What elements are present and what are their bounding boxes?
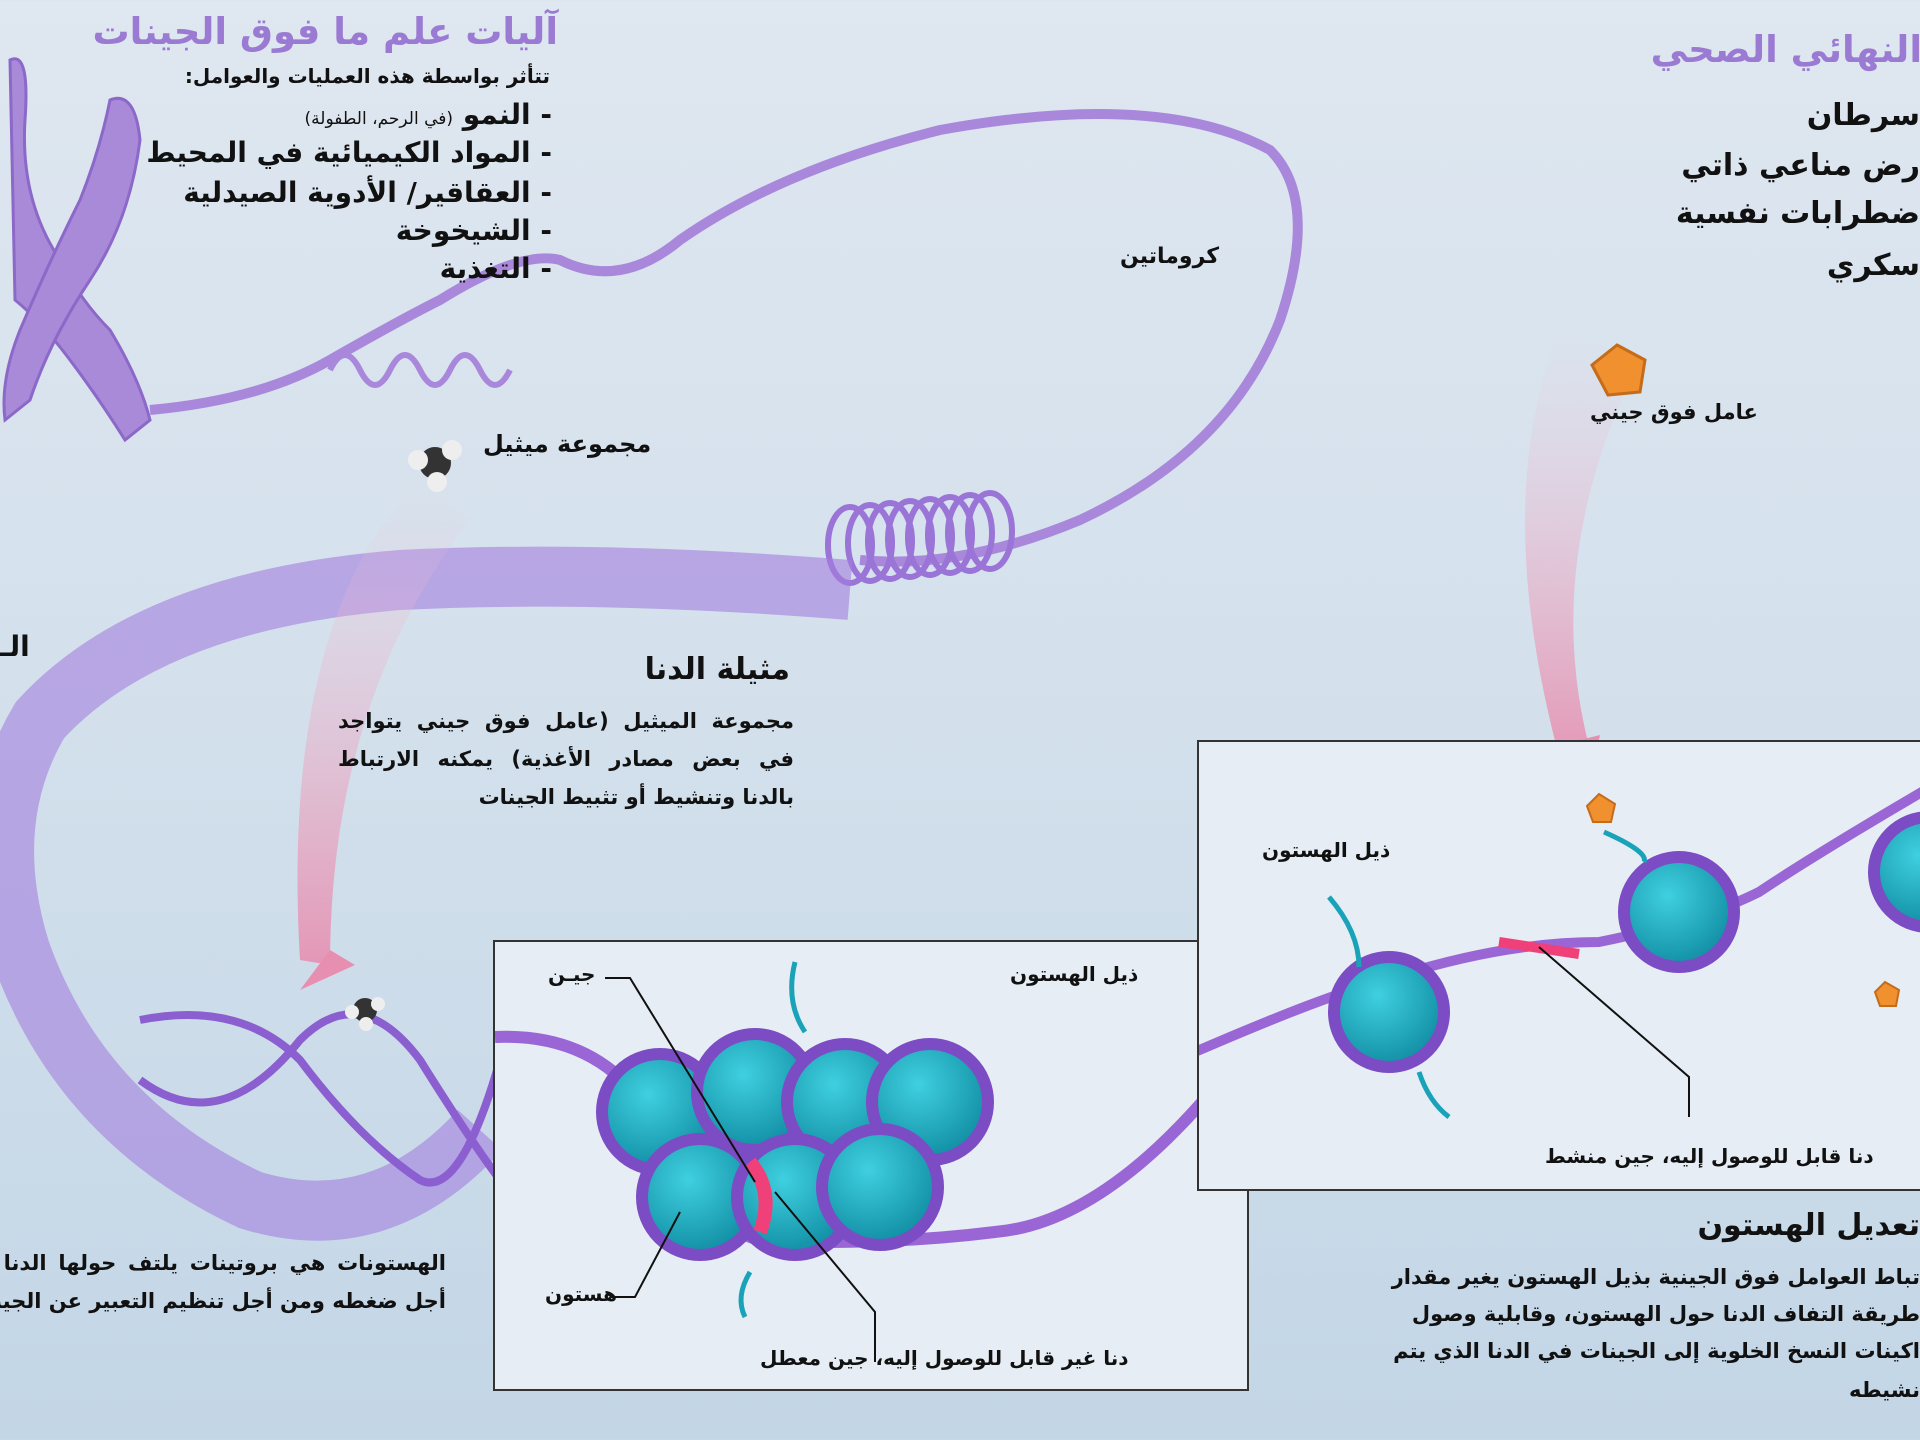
dna-methylation-title: مثيلة الدنا [644, 652, 790, 687]
histone-tail-label: ذيل الهستون [1010, 962, 1139, 986]
histone-mod-line: طريقة التفاف الدنا حول الهستون، وقابلية … [1411, 1302, 1920, 1326]
histones-note: الهستونات هي بروتينات يلتف حولها الدنا م… [0, 1251, 446, 1313]
arrow-methyl [297, 480, 470, 965]
inactive-dna-caption: دنا غير قابل للوصول إليه، جين معطل [760, 1346, 1129, 1370]
histone-mod-line: اكينات النسخ الخلوية إلى الجينات في الدن… [1393, 1339, 1920, 1363]
factor-note: (في الرحم، الطفولة) [304, 109, 453, 129]
active-chromatin-panel [1197, 740, 1920, 1191]
histone-label: هستون [545, 1282, 617, 1306]
factor-item-drugs: - العقاقير/ الأدوية الصيدلية [183, 176, 552, 209]
histone-tail-label-active: ذيل الهستون [1262, 838, 1391, 862]
methyl-group-icon [345, 997, 385, 1031]
outcome-mental: ضطرابات نفسية [1675, 196, 1920, 231]
mechanisms-subtitle: تتأثر بواسطة هذه العمليات والعوامل: [184, 64, 550, 88]
histone-modification-title: تعديل الهستون [1697, 1208, 1920, 1243]
factor-label: - النمو [462, 98, 552, 131]
factor-item-growth: - النمو (في الرحم، الطفولة) [305, 98, 552, 131]
outcome-cancer: سرطان [1806, 98, 1920, 133]
inactive-nucleosomes [495, 961, 1247, 1362]
chromatin-fiber [149, 109, 1303, 567]
chromatin-coil [825, 490, 1015, 586]
dna-methylation-text: مجموعة الميثيل (عامل فوق جيني يتواجد في … [338, 709, 794, 809]
chromatin-label: كروماتين [1120, 244, 1220, 269]
inactive-chromatin-panel [493, 940, 1249, 1391]
methyl-group-icon [408, 440, 462, 492]
outcome-diabetes: سكري [1826, 248, 1920, 283]
factor-item-aging: - الشيخوخة [395, 214, 552, 247]
active-dna-caption: دنا قابل للوصول إليه، جين منشط [1545, 1144, 1874, 1168]
gene-label: جيـن [548, 962, 596, 986]
mechanisms-title: آليات علم ما فوق الجينات [92, 10, 559, 53]
cut-off-label: الـ [0, 630, 30, 663]
epigenetic-factor-label: عامل فوق جيني [1590, 400, 1758, 424]
chromosome-icon [2, 57, 152, 443]
arrow-factor [1525, 330, 1640, 760]
histone-mod-line: نشيطه [1848, 1378, 1920, 1402]
factor-item-chemicals: - المواد الكيميائية في المحيط [146, 136, 552, 169]
dna-band [0, 546, 853, 1241]
active-nucleosomes [1199, 787, 1920, 1119]
methyl-group-label: مجموعة ميثيل [483, 430, 652, 458]
health-outcome-title: النهائي الصحي [1650, 28, 1920, 71]
epigenetic-factor-icon [1590, 343, 1647, 397]
factor-item-nutrition: - التغذية [439, 252, 552, 285]
outcome-autoimmune: رض مناعي ذاتي [1681, 148, 1920, 183]
histone-mod-line: تباط العوامل فوق الجينية بذيل الهستون يغ… [1391, 1265, 1920, 1289]
